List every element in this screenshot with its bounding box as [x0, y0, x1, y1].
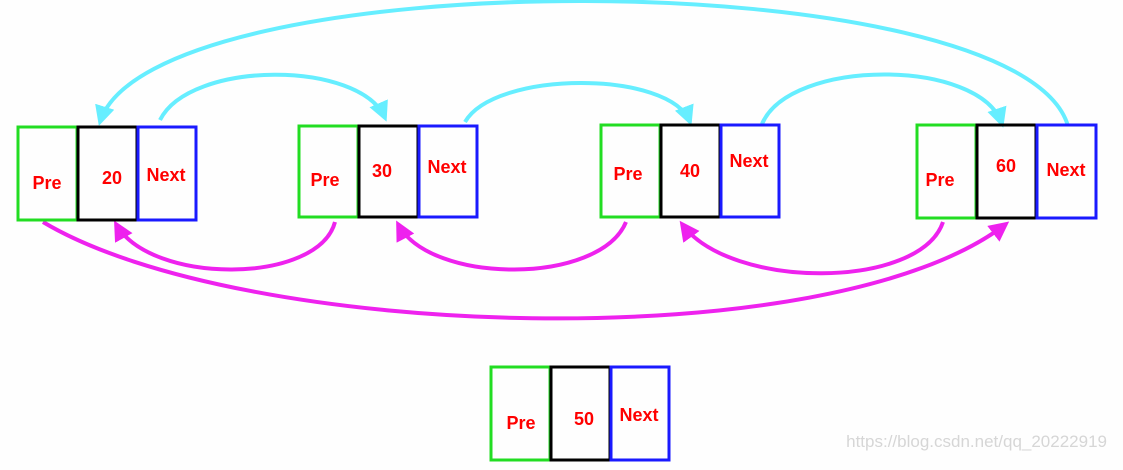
pre-arrow-60-to-40: [679, 220, 945, 276]
next-label: Next: [619, 405, 658, 425]
pre-arrow-head-to-tail: [41, 220, 1010, 321]
next-label: Next: [146, 165, 185, 185]
node-value: 50: [574, 409, 594, 429]
next-label: Next: [729, 151, 768, 171]
pre-label: Pre: [506, 413, 535, 433]
list-node-20: Pre 20 Next: [16, 125, 198, 222]
next-label: Next: [427, 157, 466, 177]
next-cell: [609, 365, 671, 462]
node-value: 30: [372, 161, 392, 181]
pre-arrow-30-to-20: [114, 220, 337, 272]
node-value: 40: [680, 161, 700, 181]
next-cell: [719, 123, 781, 219]
next-arrow-30-to-40: [463, 81, 694, 126]
next-arrow-tail-to-head: [95, 0, 1070, 127]
node-value: 60: [996, 156, 1016, 176]
list-node-60: Pre 60 Next: [915, 123, 1098, 220]
list-node-30: Pre 30 Next: [297, 124, 479, 219]
node-value: 20: [102, 168, 122, 188]
pre-label: Pre: [925, 170, 954, 190]
next-arrow-20-to-30: [158, 72, 388, 122]
pre-label: Pre: [310, 170, 339, 190]
next-cell: [1035, 123, 1098, 220]
next-cell: [417, 124, 479, 219]
pre-label: Pre: [613, 164, 642, 184]
list-node-40: Pre 40 Next: [599, 123, 781, 219]
next-arrow-40-to-60: [760, 72, 1007, 128]
insert-node-50: Pre 50 Next: [489, 365, 671, 462]
pre-label: Pre: [32, 173, 61, 193]
next-cell: [136, 125, 198, 222]
next-label: Next: [1046, 160, 1085, 180]
pre-arrow-40-to-30: [396, 220, 628, 272]
watermark-url: https://blog.csdn.net/qq_20222919: [846, 432, 1107, 451]
